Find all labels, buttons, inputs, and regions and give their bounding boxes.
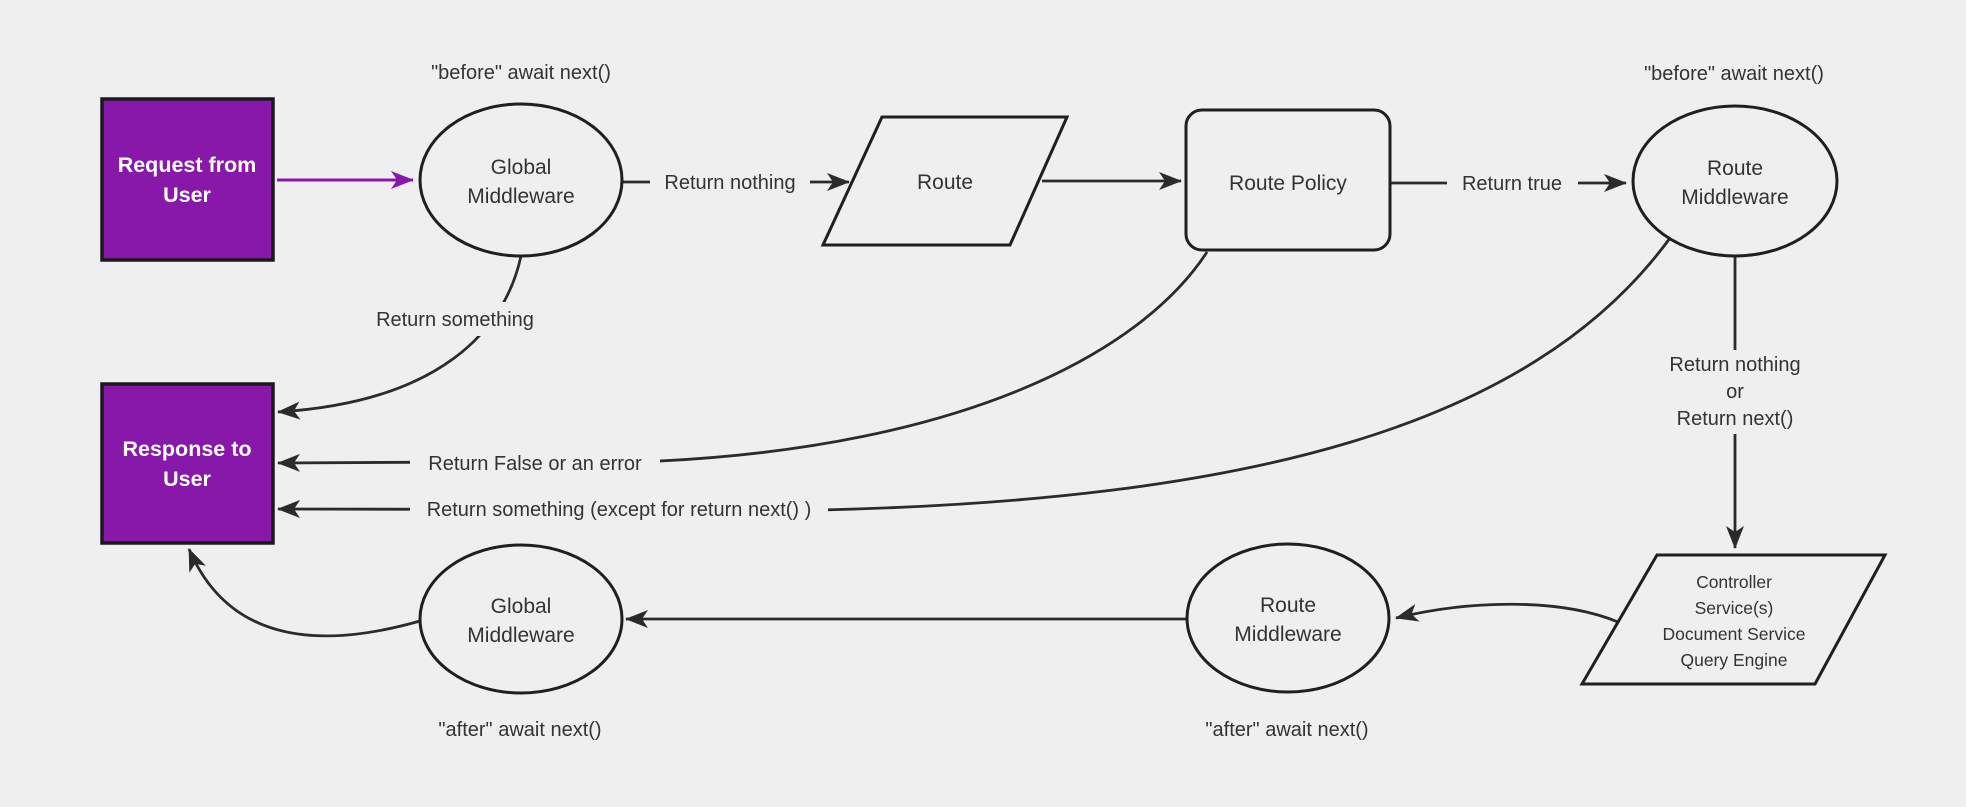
node-route-middleware-top: Route Middleware	[1631, 104, 1839, 258]
node-route-policy: Route Policy	[1184, 108, 1392, 252]
response-box-label-line1: Response to	[122, 437, 251, 461]
global-middleware-bottom-label-line2: Middleware	[467, 624, 574, 647]
label-bg	[372, 302, 538, 336]
route-middleware-top-label-line2: Middleware	[1681, 186, 1788, 209]
label-bg	[410, 447, 660, 480]
edge-route-policy-return-false-to-response	[277, 251, 1209, 472]
node-route-middleware-bottom: Route Middleware	[1185, 542, 1391, 694]
label-return-something-except: Return something (except for return next…	[427, 499, 812, 521]
response-box-label-line2: User	[163, 467, 211, 491]
global-middleware-bottom-ellipse	[418, 543, 624, 695]
route-parallelogram	[820, 115, 1070, 247]
label-bg	[1643, 350, 1827, 434]
node-response-to-user: Response to User	[100, 382, 275, 545]
controller-label-line3: Document Service	[1663, 624, 1806, 644]
route-middleware-bottom-label-line1: Route	[1260, 594, 1316, 617]
node-global-middleware-bottom: Global Middleware	[418, 543, 624, 695]
route-policy-label: Route Policy	[1229, 172, 1347, 195]
route-policy-box	[1184, 108, 1392, 252]
route-label: Route	[917, 171, 973, 194]
controller-label-line2: Service(s)	[1695, 598, 1774, 618]
label-return-nothing-or-next-line3: Return next()	[1677, 408, 1794, 430]
node-global-middleware-top: Global Middleware	[418, 102, 624, 258]
request-box-label-line2: User	[163, 183, 211, 207]
label-bg	[410, 493, 828, 526]
label-before-await-next-right: "before" await next()	[1644, 63, 1824, 85]
controller-parallelogram	[1579, 553, 1888, 686]
controller-label-line4: Query Engine	[1680, 650, 1787, 670]
label-return-true: Return true	[1462, 173, 1562, 195]
node-request-from-user: Request from User	[100, 97, 275, 262]
label-return-nothing: Return nothing	[664, 172, 795, 194]
edge-global-middleware-return-something-to-response	[277, 255, 523, 420]
label-return-false-or-error: Return False or an error	[428, 453, 642, 475]
request-box-label-line1: Request from	[118, 153, 257, 177]
route-middleware-bottom-ellipse	[1185, 542, 1391, 694]
edges	[187, 171, 1744, 638]
route-middleware-bottom-label-line2: Middleware	[1234, 623, 1341, 646]
request-box	[100, 97, 275, 262]
node-controller-services: Controller Service(s) Document Service Q…	[1579, 553, 1888, 686]
route-middleware-top-ellipse	[1631, 104, 1839, 258]
label-before-await-next-left: "before" await next()	[431, 62, 611, 84]
label-bg	[650, 164, 810, 200]
label-bg	[1447, 165, 1578, 201]
response-box	[100, 382, 275, 545]
global-middleware-top-label-line1: Global	[491, 156, 552, 179]
route-middleware-top-label-line1: Route	[1707, 157, 1763, 180]
label-after-await-next-right: "after" await next()	[1205, 719, 1368, 741]
global-middleware-top-ellipse	[418, 102, 624, 258]
edge-controller-to-route-middleware-after	[1395, 602, 1619, 624]
label-after-await-next-left: "after" await next()	[438, 719, 601, 741]
node-route: Route	[820, 115, 1070, 247]
edge-labels: Return nothing Return true Return someth…	[372, 62, 1827, 741]
label-return-nothing-or-next-line2: or	[1726, 381, 1744, 403]
edge-route-middleware-return-something-to-response	[277, 237, 1672, 519]
label-return-something: Return something	[376, 309, 534, 331]
label-return-nothing-or-next-line1: Return nothing	[1669, 354, 1800, 376]
edge-global-middleware-after-to-response	[187, 548, 421, 638]
global-middleware-top-label-line2: Middleware	[467, 185, 574, 208]
controller-label-line1: Controller	[1696, 572, 1772, 592]
global-middleware-bottom-label-line1: Global	[491, 595, 552, 618]
